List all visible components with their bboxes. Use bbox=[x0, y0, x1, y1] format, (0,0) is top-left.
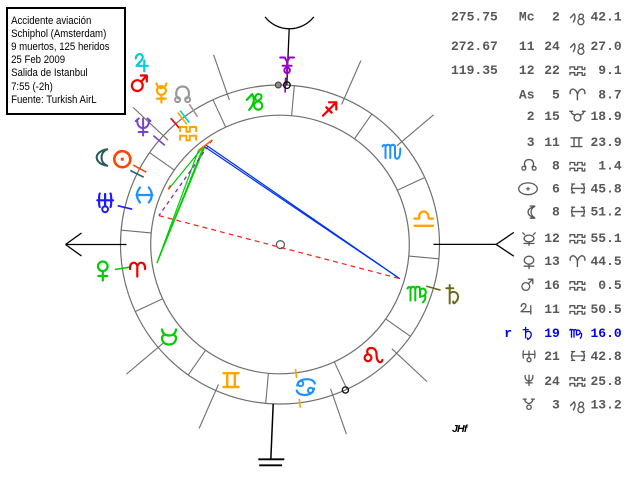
svg-text:42.1: 42.1 bbox=[590, 10, 621, 25]
svg-text:18.9: 18.9 bbox=[590, 109, 621, 124]
svg-text:6: 6 bbox=[552, 181, 560, 196]
svg-text:19: 19 bbox=[544, 326, 560, 341]
svg-text:55.1: 55.1 bbox=[590, 231, 621, 246]
svg-text:13: 13 bbox=[544, 254, 560, 269]
svg-text:13.2: 13.2 bbox=[590, 398, 621, 413]
svg-text:11: 11 bbox=[544, 302, 560, 317]
svg-text:119.35: 119.35 bbox=[451, 63, 498, 78]
svg-text:2: 2 bbox=[552, 10, 560, 25]
svg-text:16: 16 bbox=[544, 278, 560, 293]
svg-text:50.5: 50.5 bbox=[590, 302, 621, 317]
svg-text:12: 12 bbox=[519, 63, 535, 78]
svg-text:275.75: 275.75 bbox=[451, 10, 498, 25]
svg-text:27.0: 27.0 bbox=[590, 39, 621, 54]
svg-text:21: 21 bbox=[544, 349, 560, 364]
svg-text:3: 3 bbox=[552, 398, 560, 413]
svg-text:9.1: 9.1 bbox=[598, 63, 622, 78]
svg-text:5: 5 bbox=[552, 87, 560, 102]
svg-text:22: 22 bbox=[544, 63, 560, 78]
svg-text:As: As bbox=[519, 87, 535, 102]
svg-text:3: 3 bbox=[527, 135, 535, 150]
svg-text:51.2: 51.2 bbox=[590, 205, 621, 220]
svg-text:24: 24 bbox=[544, 374, 560, 389]
svg-text:11: 11 bbox=[544, 135, 560, 150]
svg-text:24: 24 bbox=[544, 39, 560, 54]
svg-text:25.8: 25.8 bbox=[590, 374, 621, 389]
svg-text:16.0: 16.0 bbox=[590, 326, 621, 341]
svg-text:42.8: 42.8 bbox=[590, 349, 621, 364]
svg-text:12: 12 bbox=[544, 231, 560, 246]
svg-text:44.5: 44.5 bbox=[590, 254, 621, 269]
svg-text:0.5: 0.5 bbox=[598, 278, 622, 293]
svg-text:15: 15 bbox=[544, 109, 560, 124]
svg-text:Mc: Mc bbox=[519, 10, 535, 25]
svg-text:1.4: 1.4 bbox=[598, 159, 622, 174]
svg-text:272.67: 272.67 bbox=[451, 39, 498, 54]
svg-text:8: 8 bbox=[552, 159, 560, 174]
svg-text:JHf: JHf bbox=[452, 423, 469, 435]
svg-text:r: r bbox=[504, 326, 512, 341]
svg-text:2: 2 bbox=[527, 109, 535, 124]
svg-text:11: 11 bbox=[519, 39, 535, 54]
svg-text:8: 8 bbox=[552, 205, 560, 220]
svg-text:23.9: 23.9 bbox=[590, 135, 621, 150]
svg-text:8.7: 8.7 bbox=[598, 87, 621, 102]
svg-text:45.8: 45.8 bbox=[590, 181, 621, 196]
